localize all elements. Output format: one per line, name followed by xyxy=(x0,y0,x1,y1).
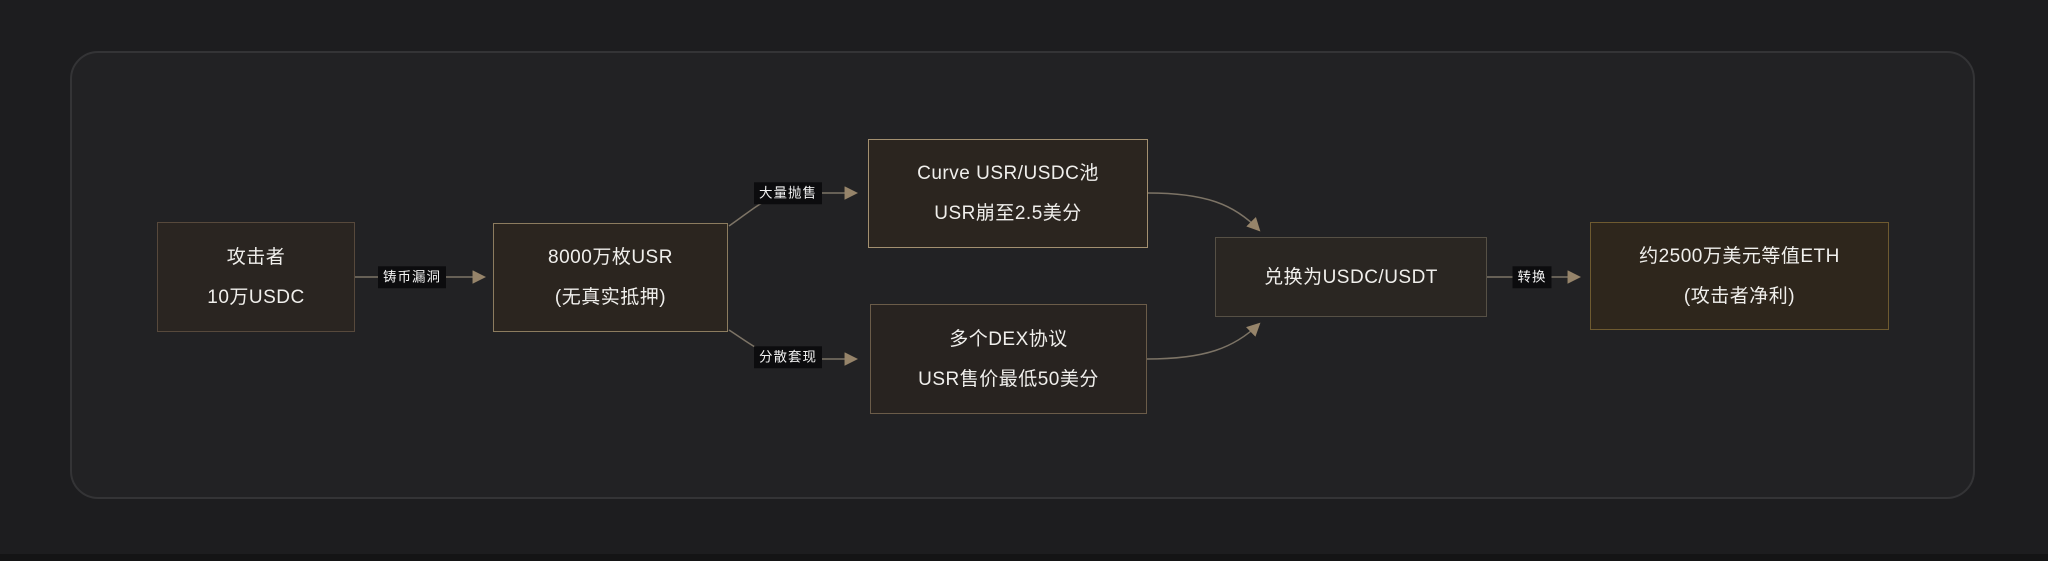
node-attacker-line2: 10万USDC xyxy=(207,286,305,308)
node-eth-profit-line2: (攻击者净利) xyxy=(1683,285,1796,307)
node-dex: 多个DEX协议 USR售价最低50美分 xyxy=(870,304,1147,414)
node-attacker: 攻击者 10万USDC xyxy=(157,222,355,332)
node-eth-profit-line1: 约2500万美元等值ETH xyxy=(1639,245,1840,267)
edge-label-mass-dump: 大量抛售 xyxy=(754,182,822,204)
edge-label-dispersed-cashout: 分散套现 xyxy=(754,346,822,368)
node-usr-mint-line2: (无真实抵押) xyxy=(554,287,667,308)
edge-label-mint-exploit: 铸币漏洞 xyxy=(378,266,446,288)
node-usr-mint-line1: 8000万枚USR xyxy=(548,247,673,268)
node-swap-stable-line1: 兑换为USDC/USDT xyxy=(1264,266,1438,288)
node-dex-line2: USR售价最低50美分 xyxy=(918,368,1099,390)
bottom-strip xyxy=(0,554,2048,561)
node-usr-mint: 8000万枚USR (无真实抵押) xyxy=(493,223,728,332)
edge-label-convert: 转换 xyxy=(1512,266,1552,288)
node-eth-profit: 约2500万美元等值ETH (攻击者净利) xyxy=(1590,222,1889,330)
node-swap-stable: 兑换为USDC/USDT xyxy=(1215,237,1487,317)
node-attacker-line1: 攻击者 xyxy=(226,246,286,268)
node-dex-line1: 多个DEX协议 xyxy=(949,328,1068,350)
node-curve-pool: Curve USR/USDC池 USR崩至2.5美分 xyxy=(868,139,1148,248)
node-curve-pool-line1: Curve USR/USDC池 xyxy=(917,163,1099,184)
node-curve-pool-line2: USR崩至2.5美分 xyxy=(934,203,1082,224)
